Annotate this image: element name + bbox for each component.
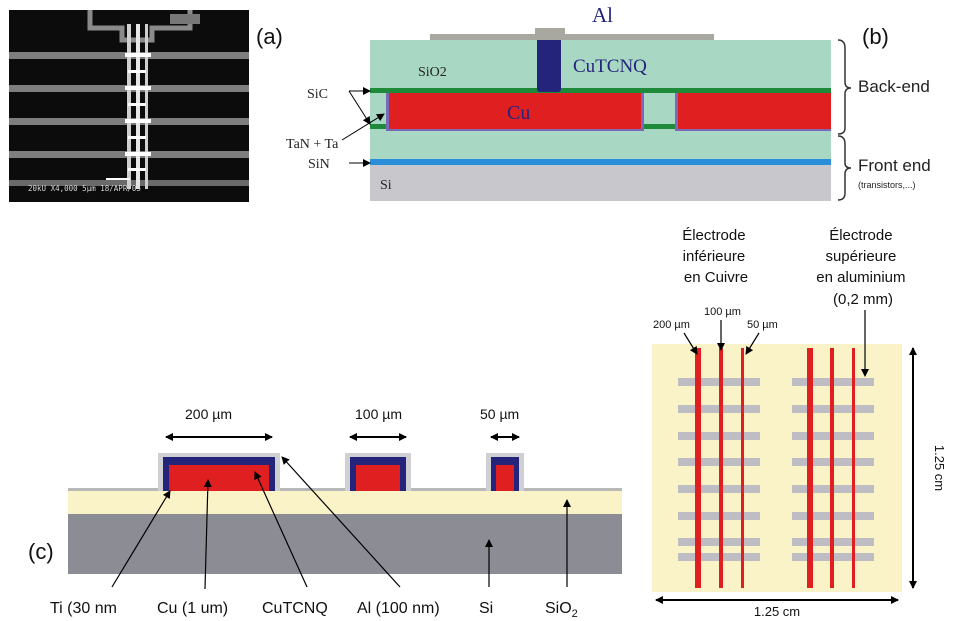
layout-50-label: 50 µm	[747, 319, 778, 331]
layout-50-arrow	[745, 332, 760, 355]
panel-label-a: (a)	[256, 24, 283, 49]
al-thickness-label: Al (100 nm)	[357, 600, 440, 617]
sio2-label: SiO2	[418, 65, 447, 80]
si-label: Si	[380, 178, 392, 193]
cu-pointer	[203, 479, 212, 590]
al-pointer	[281, 456, 401, 588]
panel-label-b: (b)	[862, 24, 889, 49]
tan-ta-arrow	[341, 113, 385, 141]
layout-200-label: 200 µm	[653, 319, 690, 331]
cutcnq-pointer	[254, 471, 308, 588]
cutcnq-label: CuTCNQ	[573, 56, 647, 77]
bottom-electrodes	[695, 348, 855, 588]
sic-label: SiC	[307, 87, 328, 102]
horizontal-dimension-label: 1.25 cm	[754, 604, 800, 619]
back-end-label: Back-end	[858, 77, 930, 96]
layout-200-arrow	[683, 332, 698, 355]
ti-pointer	[111, 490, 171, 588]
front-end-label: Front end	[858, 156, 931, 175]
layout-100-label: 100 µm	[704, 306, 741, 318]
top-electrode-heading: Électrode supérieure en aluminium (0,2 m…	[816, 227, 909, 308]
cu-thickness-label: Cu (1 um)	[157, 600, 228, 617]
panel-label-c: (c)	[28, 539, 54, 564]
sic-arrow-2	[348, 90, 371, 125]
sin-label: SiN	[308, 157, 330, 172]
ti-label: Ti (30 nm	[50, 600, 117, 617]
cutcnq-bottom-label: CuTCNQ	[262, 600, 328, 617]
si-bottom-label: Si	[479, 600, 493, 617]
back-end-brace	[837, 39, 852, 135]
sem-image: 20kU X4,000 5µm 18/APR/05	[9, 10, 249, 202]
sio2-bottom-label: SiO2	[545, 600, 578, 620]
cu-label: Cu	[507, 102, 530, 124]
panel-c-cross-section: 200 µm 100 µm 50 µm Ti (30 nm Cu (1 um) …	[50, 406, 622, 620]
sem-scalebar-text: 20kU X4,000 5µm 18/APR/05	[28, 184, 141, 193]
electrode-layout-top-view: Électrode inférieure en Cuivre Électrode…	[652, 227, 947, 619]
width-50-label: 50 µm	[480, 406, 519, 422]
bottom-electrode-heading: Électrode inférieure en Cuivre	[682, 227, 750, 286]
al-label: Al	[592, 3, 613, 27]
front-end-brace	[837, 135, 852, 201]
width-200-label: 200 µm	[185, 406, 232, 422]
width-100-label: 100 µm	[355, 406, 402, 422]
tan-ta-label: TaN + Ta	[286, 137, 339, 152]
panel-b-cross-section: Al SiO2 CuTCNQ Cu SiC TaN + Ta SiN Si Ba…	[286, 3, 931, 201]
vertical-dimension-label: 1.25 cm	[932, 445, 947, 491]
front-end-note: (transistors,...)	[858, 180, 916, 190]
